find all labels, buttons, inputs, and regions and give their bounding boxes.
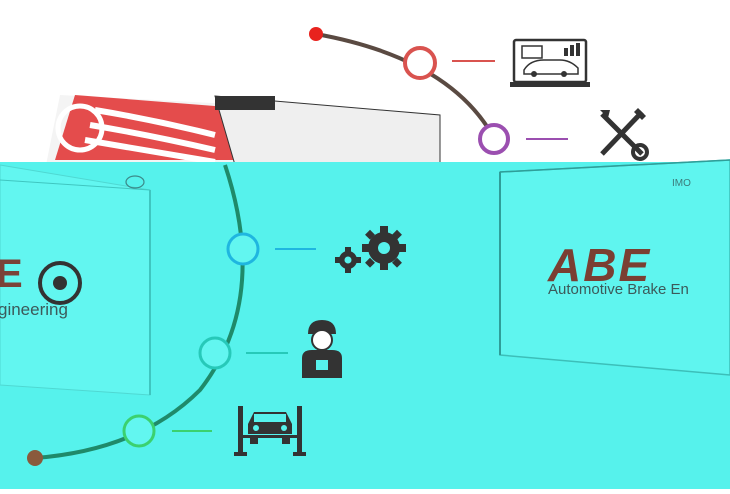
timeline-node-diagnostics[interactable] [403, 46, 495, 80]
left-box-tagline: gineering [0, 300, 68, 319]
mechanic-icon [302, 320, 342, 378]
timeline-start-dot [309, 27, 323, 41]
timeline-end-dot [27, 450, 43, 466]
timeline-node-engineering[interactable] [226, 232, 316, 266]
laptop-car-diagnostics-icon [510, 38, 590, 87]
right-box-logo-text: ABE [548, 239, 652, 291]
left-box-logo-text: E [0, 252, 23, 296]
svg-text:IMO: IMO [672, 178, 691, 189]
timeline-node-mechanic[interactable] [198, 336, 288, 370]
right-box-tagline: Automotive Brake En [548, 281, 689, 298]
timeline-node-car-lift[interactable] [122, 414, 212, 448]
left-box [0, 164, 151, 396]
right-box: IMO [499, 159, 730, 376]
red-box [45, 95, 441, 170]
wrench-screwdriver-icon [600, 108, 649, 161]
car-lift-icon [234, 406, 306, 456]
timeline-node-tools[interactable] [478, 123, 568, 155]
